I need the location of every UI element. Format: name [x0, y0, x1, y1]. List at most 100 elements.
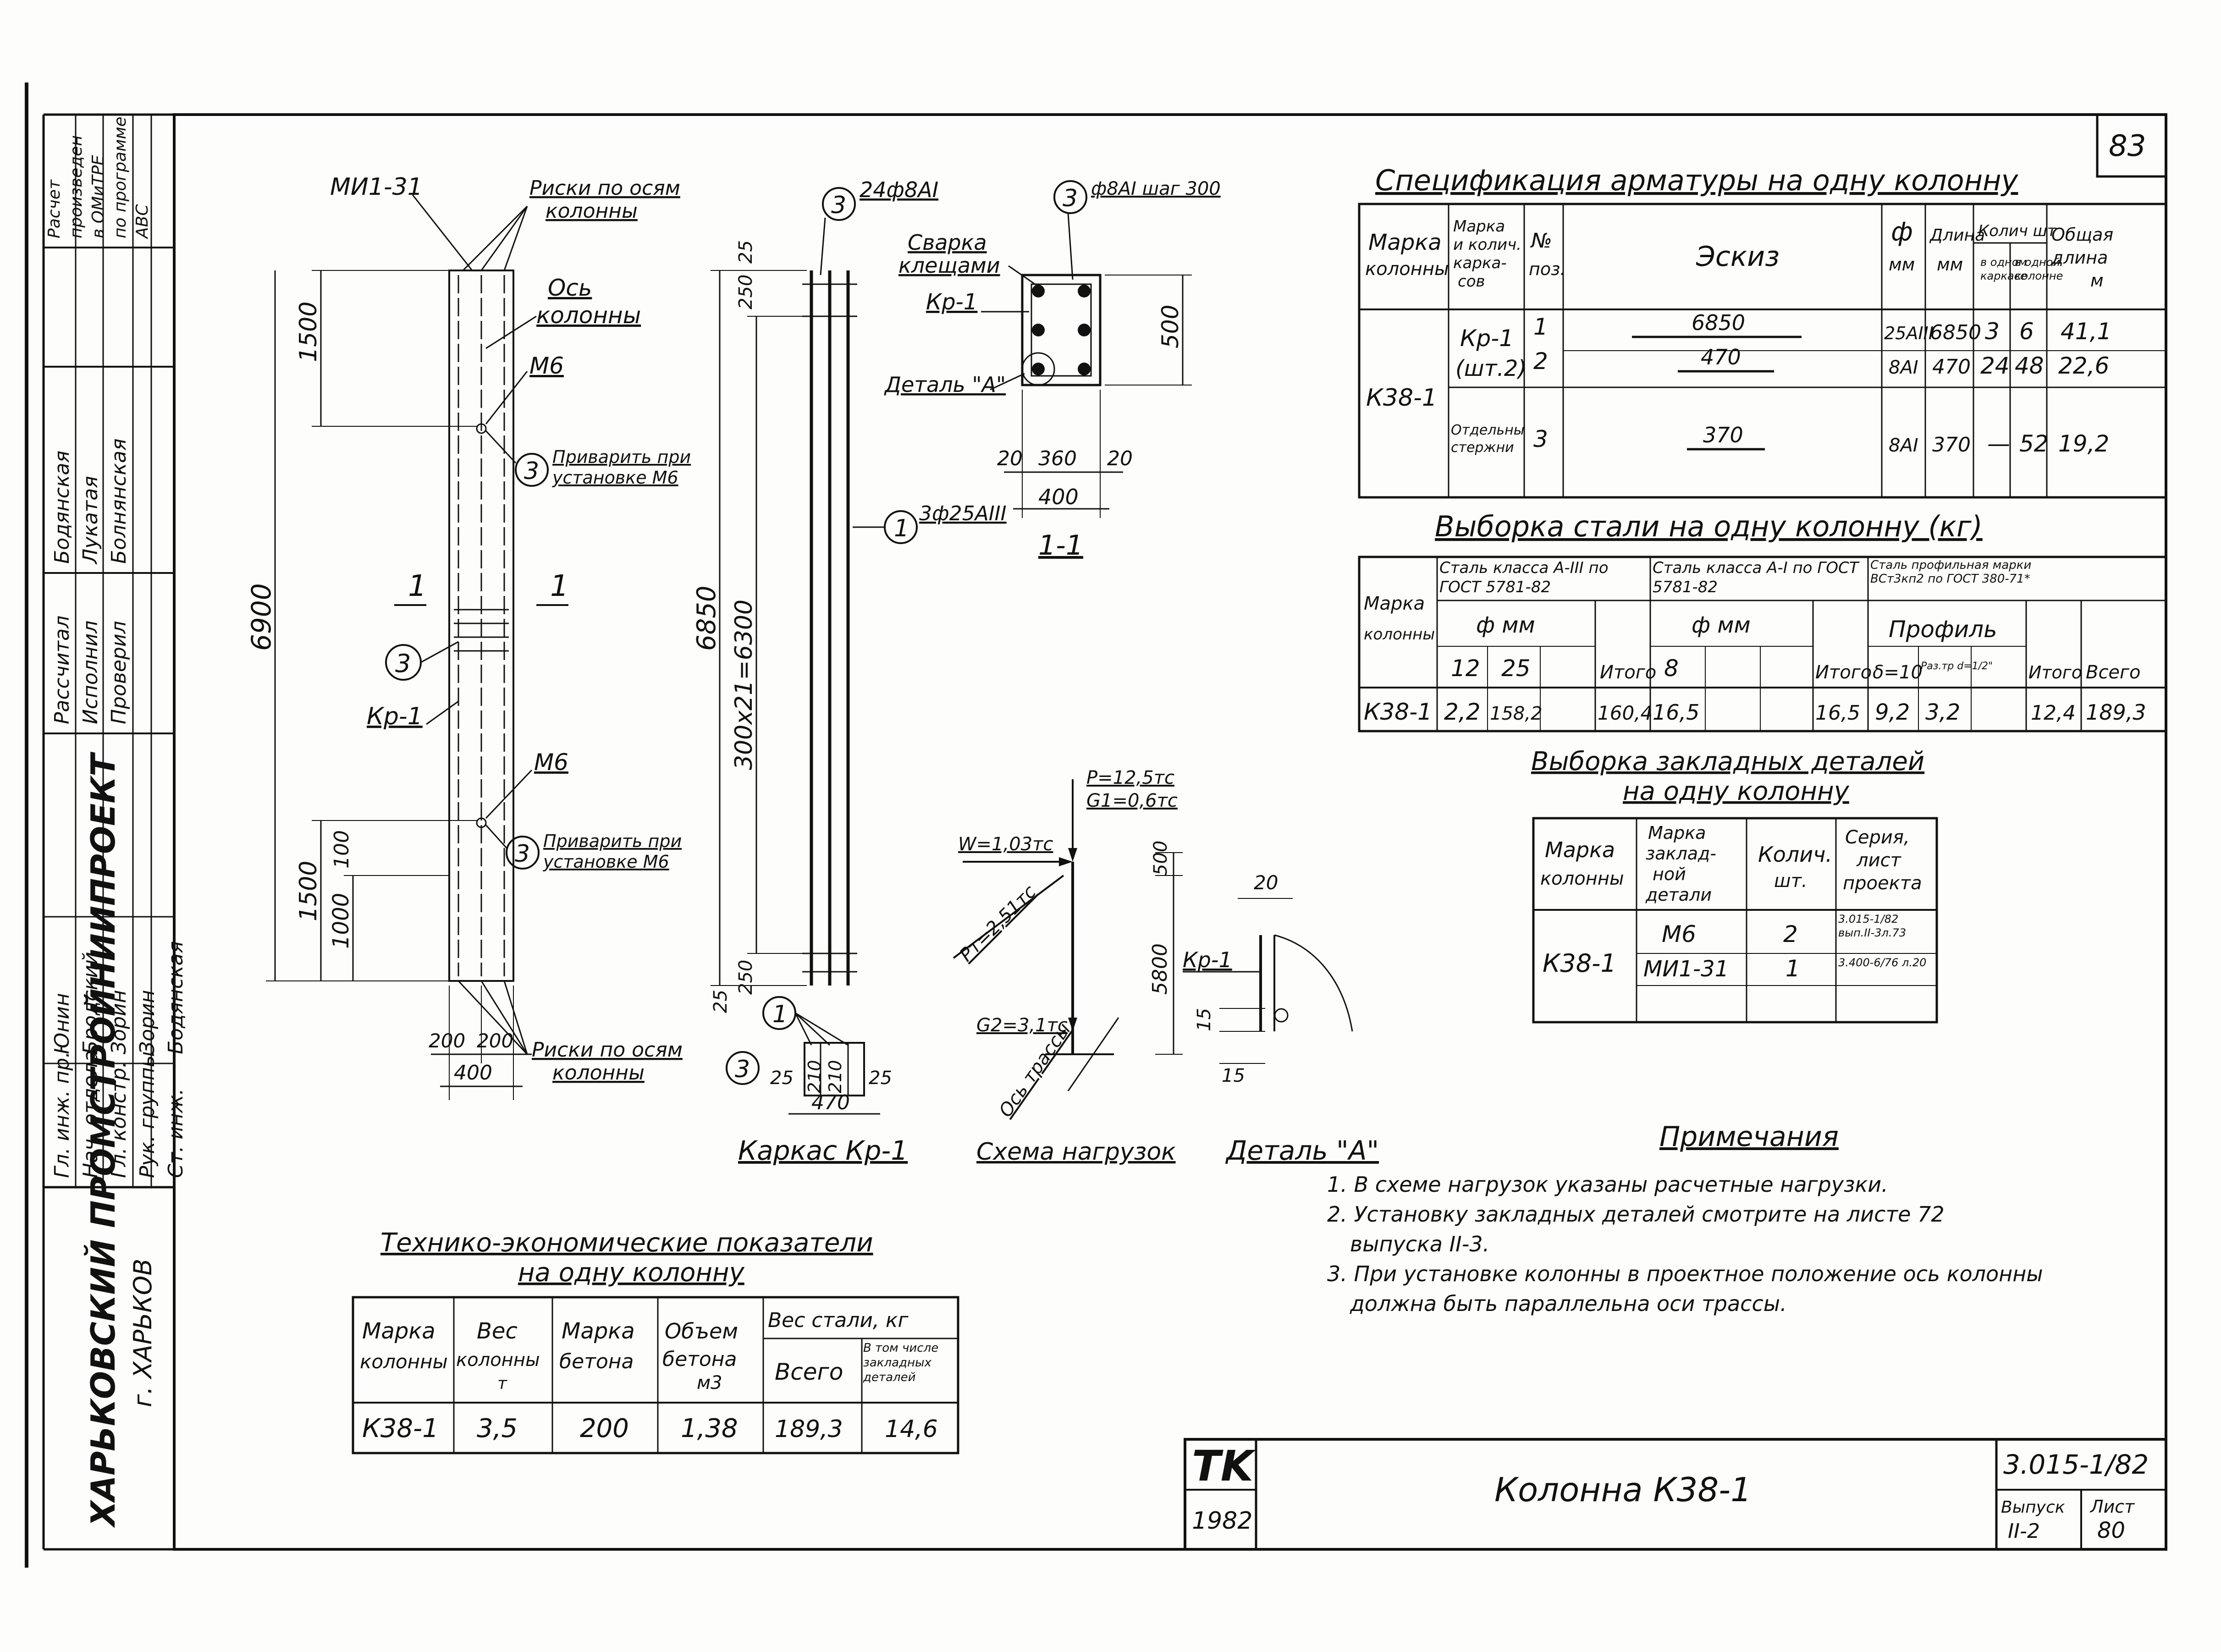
- circle-3-mid: 3: [395, 649, 411, 678]
- tech-row-volume: 1,38: [681, 1414, 738, 1443]
- tech-h-mark-2: колонны: [360, 1350, 448, 1373]
- circle-3-section: 3: [1063, 185, 1078, 212]
- spec-table: Спецификация арматуры на одну колонну Ма…: [1358, 164, 2167, 499]
- embed-h-mark-2: колонны: [1540, 868, 1624, 889]
- embed-r2-qty: 1: [1786, 955, 1800, 982]
- tech-h-embed: В том числе закладных деталей: [863, 1341, 939, 1384]
- name-5: Бодянская: [164, 941, 187, 1054]
- org-name: ХАРЬКОВСКИЙ ПРОМСТРОЙНИИПРОЕКТ: [84, 752, 122, 1528]
- spec-h-mark-2: колонны: [1365, 259, 1449, 280]
- tech-h-concrete-1: Марка: [562, 1318, 635, 1344]
- spec-r1-q2: 6: [2019, 318, 2034, 345]
- load-g2: G2=3,1тс: [976, 1015, 1068, 1036]
- load-scheme: P=12,5тс G1=0,6тс W=1,03тс Pт=2,51тс G2=…: [953, 767, 1183, 1166]
- spec-r2-pos: 2: [1533, 348, 1548, 374]
- tech-title-2: на одну колонну: [518, 1258, 745, 1288]
- detail-caption: Деталь "А": [1225, 1135, 1379, 1166]
- steel-table: Выборка стали на одну колонну (кг) Марка…: [1358, 510, 2167, 732]
- spec-h-frame: Марка: [1453, 217, 1505, 236]
- embed-h-detail-1: Марка: [1648, 823, 1706, 843]
- embed-h-qty-1: Колич.: [1758, 842, 1832, 867]
- dim-1500-top: 1500: [295, 302, 322, 362]
- spec-r3-len: 370: [1932, 433, 1971, 457]
- spec-h-dia: ф: [1891, 217, 1913, 247]
- detail-a: 20 Кр-1 15 15 Деталь "А": [1183, 871, 1379, 1166]
- spec-r1-sketch: 6850: [1692, 310, 1745, 335]
- bars-top-label: 24ф8AI: [860, 177, 938, 202]
- spec-r3-q1: —: [1987, 430, 2010, 457]
- spec-h-total-m: м: [2090, 270, 2104, 291]
- spec-title: Спецификация арматуры на одну колонну: [1375, 164, 2019, 197]
- tech-row-weight: 3,5: [477, 1414, 518, 1443]
- spec-r2-total: 22,6: [2058, 352, 2109, 379]
- load-pt: Pт=2,51тс: [956, 881, 1041, 966]
- steel-row-total1: 160,4: [1598, 702, 1653, 724]
- calc-note-1: Расчет: [45, 179, 64, 238]
- mi-label: МИ1-31: [330, 173, 423, 201]
- name-1: Юнин: [50, 993, 74, 1054]
- spec-r2-frame: (шт.2): [1455, 356, 1527, 381]
- embed-table: Выборка закладных деталей на одну колонн…: [1531, 747, 1938, 1024]
- role-2: Нач. отдела: [79, 1050, 102, 1178]
- spec-r2-len: 470: [1932, 355, 1971, 379]
- tech-h-weight-2: колонны: [456, 1349, 540, 1371]
- spec-h-qty: Колич шт: [1978, 222, 2057, 240]
- weld-tongs-2: клещами: [898, 253, 1000, 278]
- tk-logo: TK: [1192, 1442, 1256, 1491]
- dim-6850: 6850: [692, 585, 722, 651]
- dim-20-detail: 20: [1254, 871, 1278, 894]
- tech-h-steel: Вес стали, кг: [768, 1309, 909, 1332]
- dim-15-a: 15: [1194, 1008, 1215, 1031]
- load-w: W=1,03тс: [958, 834, 1053, 855]
- spec-r3-frame: Отдельные стержни: [1451, 422, 1524, 456]
- dim-15-b: 15: [1222, 1065, 1245, 1086]
- weld-bottom-1: Приварить при: [543, 831, 682, 851]
- dim-300x21: 300x21=6300: [730, 600, 758, 770]
- sheet-label: Лист: [2089, 1497, 2135, 1517]
- role-4: Рук. группы: [136, 1052, 159, 1178]
- steel-group1-box: Сталь класса А-III по ГОСТ 5781-82: [1439, 559, 1609, 596]
- spec-r1-frame: Кр-1: [1460, 325, 1514, 352]
- spec-r1-dia: 25АIII: [1884, 323, 1934, 343]
- spec-h-pos: поз.: [1529, 259, 1565, 279]
- steel-group3-box: Сталь профильная марки ВСт3кп2 по ГОСТ 3…: [1870, 558, 2031, 586]
- calc-note-5: АВС: [133, 204, 152, 239]
- spec-h-no: №: [1530, 229, 1552, 253]
- note-2: 2. Установку закладных деталей смотрите …: [1327, 1202, 1945, 1227]
- steel-sub-total2: Итого: [1815, 662, 1872, 683]
- steel-row-pipe: 3,2: [1925, 699, 1960, 725]
- section-mark-left: 1: [408, 569, 427, 603]
- embed-r2-series: 3.400-6/76 л.20: [1838, 956, 1927, 969]
- checker-name-3: Болнянская: [107, 439, 131, 564]
- tech-h-weight-1: Вес: [477, 1318, 518, 1344]
- tech-h-mark-1: Марка: [362, 1318, 435, 1344]
- m6-bottom-label: М6: [534, 749, 568, 776]
- steel-row-delta: 9,2: [1875, 699, 1910, 725]
- issue-value: II-2: [2008, 1520, 2040, 1543]
- tech-h-concrete-2: бетона: [559, 1350, 634, 1373]
- spec-h-total-2: длина: [2051, 248, 2108, 268]
- tech-row-mark: К38-1: [362, 1414, 439, 1443]
- steel-sub-pipe: Раз.тр d=1/2": [1921, 661, 1993, 672]
- embed-r1-series-box: 3.015-1/82 вып.II-3л.73: [1838, 913, 1907, 939]
- spec-h-qty-2: в одной: [2015, 256, 2060, 269]
- dim-25-top: 25: [735, 240, 756, 264]
- tech-h-weight-3: т: [497, 1374, 507, 1393]
- circle-1-frame: 1: [894, 515, 909, 542]
- steel-phi-2: ф мм: [1692, 612, 1751, 638]
- calc-note-2: произведен: [67, 135, 86, 238]
- dim-360: 360: [1038, 447, 1077, 470]
- issue-label: Выпуск: [2001, 1498, 2065, 1517]
- embed-r2-series-box: 3.400-6/76 л.20: [1838, 956, 1927, 969]
- load-caption: Схема нагрузок: [976, 1138, 1176, 1166]
- steel-sub-8: 8: [1664, 655, 1679, 682]
- embed-r1-series: 3.015-1/82 вып.II-3л.73: [1838, 913, 1907, 939]
- tech-h-embed-box: В том числе закладных деталей: [863, 1341, 939, 1384]
- side-stamp: ХАРЬКОВСКИЙ ПРОМСТРОЙНИИПРОЕКТ г. ХАРЬКО…: [44, 115, 187, 1528]
- dim-470-stirrup: 470: [811, 1091, 850, 1114]
- kp1-detail-label: Кр-1: [1183, 947, 1232, 972]
- name-2: Бродский: [79, 952, 102, 1054]
- drawing-title: Колонна К38-1: [1494, 1470, 1752, 1509]
- sheet-value: 80: [2097, 1518, 2125, 1543]
- risks-top-2: колонны: [546, 199, 638, 223]
